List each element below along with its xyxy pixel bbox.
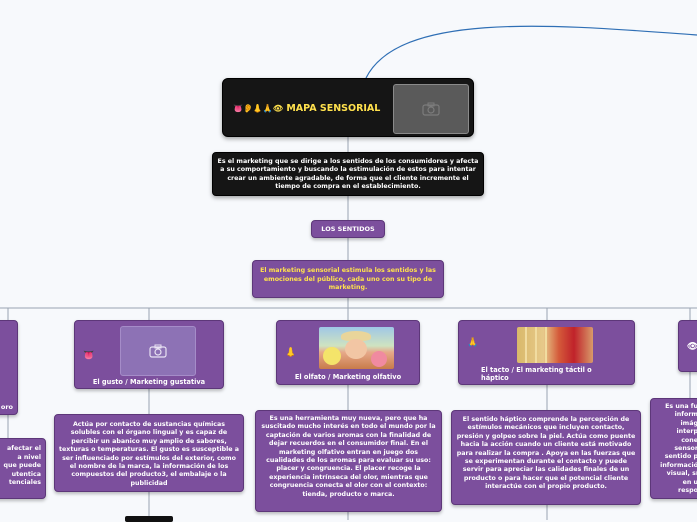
senses-desc-node[interactable]: El marketing sensorial estimula los sent… <box>252 260 444 298</box>
camera-icon <box>149 344 167 358</box>
tacto-desc-node[interactable]: El sentido háptico comprende la percepci… <box>451 410 641 505</box>
left-partial-desc-node[interactable]: afectar el a nivel que puede utentica te… <box>0 438 46 499</box>
olfato-node[interactable]: 👃 El olfato / Marketing olfativo <box>276 320 420 385</box>
olfato-desc-node[interactable]: Es una herramienta muy nueva, pero que h… <box>255 410 442 512</box>
tacto-photo <box>517 327 593 363</box>
camera-icon <box>422 102 440 116</box>
senses-label: LOS SENTIDOS <box>321 225 375 233</box>
vista-node[interactable]: 👁 <box>678 320 697 372</box>
hand-icon: 🙏 <box>467 338 479 348</box>
tacto-node[interactable]: 🙏 El tacto / El marketing táctil o hápti… <box>458 320 635 385</box>
tacto-desc: El sentido háptico comprende la percepci… <box>456 416 636 491</box>
senses-node[interactable]: LOS SENTIDOS <box>311 220 385 238</box>
eye-icon: 👁 <box>687 342 697 352</box>
nose-icon: 👃 <box>285 348 297 358</box>
gusto-node[interactable]: 👅 El gusto / Marketing gustativa <box>74 320 224 389</box>
tongue-icon: 👅 <box>83 351 95 361</box>
olfato-photo <box>319 327 394 369</box>
left-partial-node[interactable]: oro <box>0 320 18 415</box>
root-title-row: 👅👂👃🙏👁 MAPA SENSORIAL <box>233 103 380 114</box>
gusto-image-placeholder <box>120 326 196 376</box>
olfato-title: El olfato / Marketing olfativo <box>294 373 402 381</box>
root-image-placeholder <box>393 84 469 134</box>
olfato-desc: Es una herramienta muy nueva, pero que h… <box>261 415 436 498</box>
definition-text: Es el marketing que se dirige a los sent… <box>217 158 479 190</box>
gusto-title: El gusto / Marketing gustativa <box>92 378 206 386</box>
gusto-desc-node[interactable]: Actúa por contacto de sustancias química… <box>54 414 244 492</box>
vista-desc-node[interactable]: Es una fu inform imág interp cone sensor… <box>650 398 697 499</box>
senses-emojis: 👅👂👃🙏👁 <box>233 104 283 113</box>
vista-desc: Es una fu inform imág interp cone sensor… <box>660 403 697 495</box>
root-node[interactable]: 👅👂👃🙏👁 MAPA SENSORIAL <box>222 78 474 137</box>
gusto-desc: Actúa por contacto de sustancias química… <box>59 421 239 487</box>
root-title: MAPA SENSORIAL <box>286 103 381 114</box>
gusto-next-node-stub <box>125 516 173 522</box>
tacto-title: El tacto / El marketing táctil o háptico <box>481 366 592 382</box>
definition-node[interactable]: Es el marketing que se dirige a los sent… <box>212 152 484 196</box>
senses-desc-text: El marketing sensorial estimula los sent… <box>260 267 436 291</box>
left-partial-title: oro <box>0 403 13 411</box>
left-partial-desc: afectar el a nivel que puede utentica te… <box>3 445 42 486</box>
